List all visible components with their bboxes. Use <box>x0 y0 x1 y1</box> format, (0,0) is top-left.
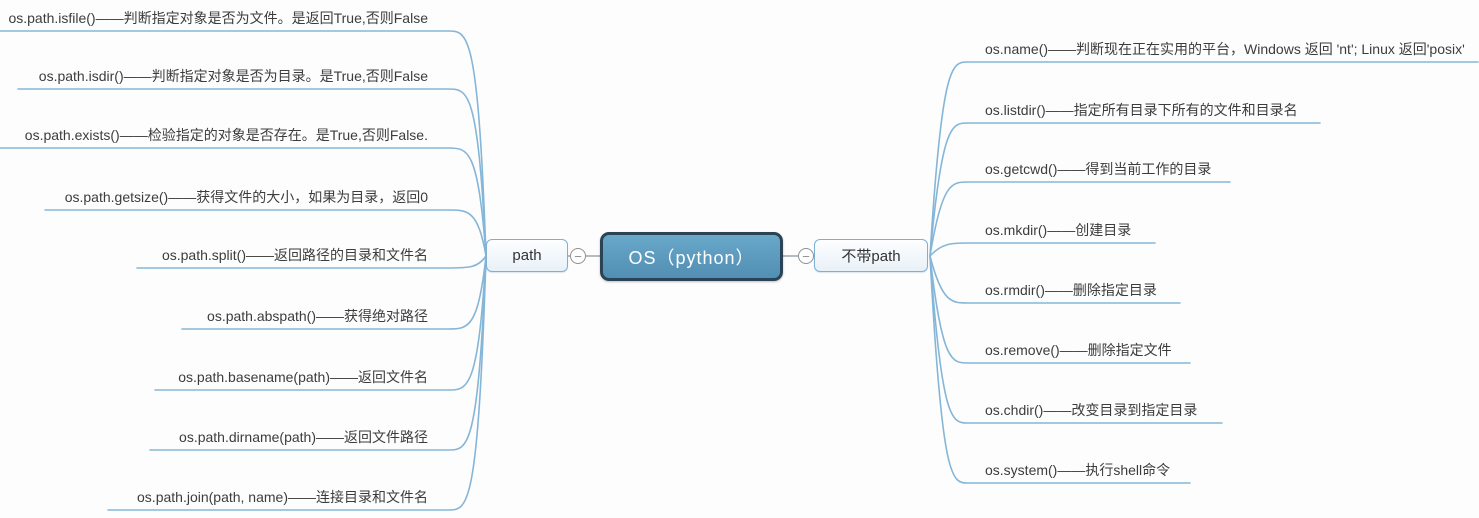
root-node-os-python[interactable]: OS（python） <box>600 232 783 281</box>
leaf-os-getcwd[interactable]: os.getcwd()——得到当前工作的目录 <box>985 161 1212 177</box>
leaf-os-path-dirname[interactable]: os.path.dirname(path)——返回文件路径 <box>179 429 428 445</box>
leaf-os-path-isfile[interactable]: os.path.isfile()——判断指定对象是否为文件。是返回True,否则… <box>8 10 428 26</box>
leaf-os-remove[interactable]: os.remove()——删除指定文件 <box>985 342 1172 358</box>
leaf-os-system[interactable]: os.system()——执行shell命令 <box>985 462 1171 478</box>
leaf-os-name[interactable]: os.name()——判断现在正在实用的平台，Windows 返回 'nt'; … <box>985 41 1465 57</box>
leaf-os-path-abspath[interactable]: os.path.abspath()——获得绝对路径 <box>207 308 428 324</box>
collapse-minus-icon-right[interactable]: − <box>798 248 814 264</box>
leaf-os-path-join[interactable]: os.path.join(path, name)——连接目录和文件名 <box>137 489 428 505</box>
branch-node-no-path[interactable]: 不带path <box>814 239 928 272</box>
leaf-os-listdir[interactable]: os.listdir()——指定所有目录下所有的文件和目录名 <box>985 102 1298 118</box>
leaf-os-mkdir[interactable]: os.mkdir()——创建目录 <box>985 222 1132 238</box>
leaf-os-path-basename[interactable]: os.path.basename(path)——返回文件名 <box>178 369 428 385</box>
leaf-os-chdir[interactable]: os.chdir()——改变目录到指定目录 <box>985 402 1198 418</box>
leaf-os-path-split[interactable]: os.path.split()——返回路径的目录和文件名 <box>161 247 428 263</box>
branch-node-path[interactable]: path <box>486 239 568 272</box>
leaf-os-path-getsize[interactable]: os.path.getsize()——获得文件的大小，如果为目录，返回0 <box>64 189 428 205</box>
leaf-os-rmdir[interactable]: os.rmdir()——删除指定目录 <box>985 282 1157 298</box>
collapse-minus-icon-left[interactable]: − <box>570 248 586 264</box>
leaf-os-path-isdir[interactable]: os.path.isdir()——判断指定对象是否为目录。是True,否则Fal… <box>38 68 428 84</box>
leaf-os-path-exists[interactable]: os.path.exists()——检验指定的对象是否存在。是True,否则Fa… <box>24 127 428 143</box>
